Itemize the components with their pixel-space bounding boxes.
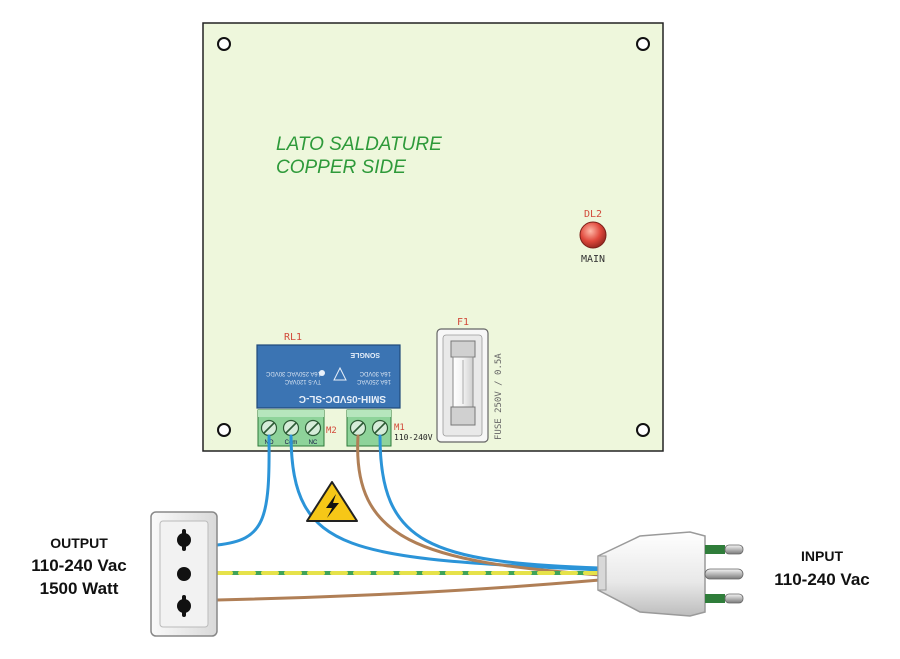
- screw-terminal-no: [260, 419, 278, 437]
- relay-ref: RL1: [284, 332, 302, 343]
- relay-model: SMIH-05VDC-SL-C: [299, 393, 386, 404]
- pin-label-nc: NC: [309, 440, 318, 446]
- fuse-f1: [436, 328, 489, 443]
- wire-line-brown: [356, 434, 602, 577]
- relay-brand: SONGLE: [350, 351, 380, 358]
- fuse-rating: FUSE 250V / 0.5A: [494, 353, 504, 440]
- mount-hole-tl: [217, 37, 231, 51]
- relay-dot-icon: [319, 370, 325, 376]
- socket-hole-top: [177, 529, 191, 551]
- wire-neutral-blue: [378, 434, 602, 570]
- terminal-block-m1: [346, 409, 392, 447]
- fuse-ref: F1: [457, 317, 469, 328]
- terminal-m1-ref: M1: [394, 423, 405, 433]
- led-ref: DL2: [584, 209, 602, 220]
- screw-terminal-n: [371, 419, 389, 437]
- mount-hole-bl: [217, 423, 231, 437]
- input-title: INPUT: [801, 548, 843, 564]
- output-voltage: 110-240 Vac: [31, 556, 126, 575]
- relay-rl1: SMIH-05VDC-SL-C 16A 250VAC 16A 30VDC TV-…: [256, 344, 401, 409]
- copper-side-label-en: COPPER SIDE: [276, 157, 406, 178]
- led-dl2: [579, 221, 607, 249]
- screw-terminal-l: [349, 419, 367, 437]
- output-power: 1500 Watt: [40, 579, 119, 598]
- screw-terminal-nc: [304, 419, 322, 437]
- relay-spec1: 16A 250VAC: [356, 378, 391, 384]
- terminal-m2-ref: M2: [326, 426, 337, 436]
- relay-spec3: TV-5 120VAC: [284, 378, 321, 384]
- input-plug: [597, 531, 744, 617]
- screw-terminal-com: [282, 419, 300, 437]
- relay-spec4: 16A 250VAC 30VDC: [265, 370, 321, 376]
- output-socket: [150, 511, 218, 637]
- plug-pin-earth: [704, 568, 744, 580]
- socket-hole-middle: [177, 567, 191, 581]
- plug-pin-insulator-bottom: [705, 594, 725, 603]
- relay-warning-mark-icon: [333, 366, 347, 381]
- plug-pin-top: [724, 544, 744, 555]
- plug-pin-bottom: [724, 593, 744, 604]
- wire-output-brown: [215, 578, 602, 602]
- output-title: OUTPUT: [50, 535, 108, 551]
- terminal-m1-voltage: 110-240V: [394, 433, 433, 442]
- led-label: MAIN: [581, 254, 605, 265]
- wires: [215, 434, 602, 602]
- input-voltage: 110-240 Vac: [774, 570, 869, 589]
- relay-spec2: 16A 30VDC: [359, 370, 391, 376]
- wire-output-blue: [215, 434, 271, 547]
- plug-pin-insulator-top: [705, 545, 725, 554]
- socket-hole-bottom: [177, 595, 191, 617]
- high-voltage-warning-icon: [306, 481, 358, 522]
- mount-hole-tr: [636, 37, 650, 51]
- mount-hole-br: [636, 423, 650, 437]
- copper-side-label-it: LATO SALDATURE: [276, 134, 442, 155]
